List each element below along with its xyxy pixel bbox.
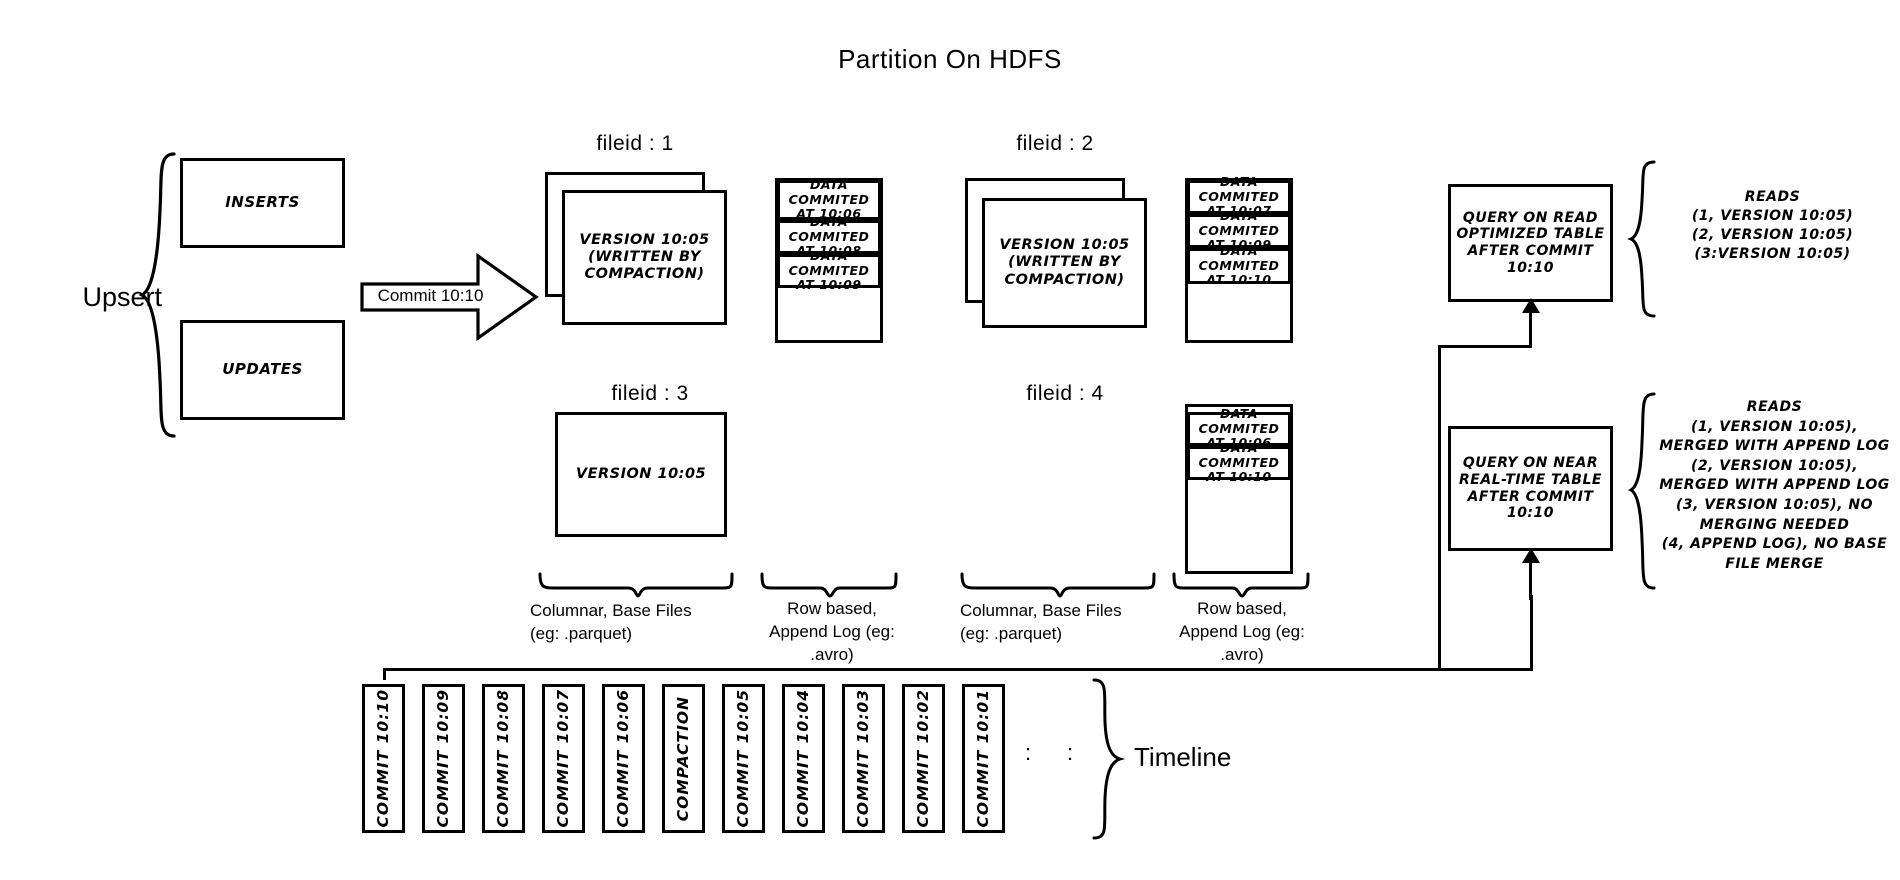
timeline-item-5[interactable]: COMPACTION — [662, 684, 705, 833]
timeline-item-4[interactable]: COMMIT 10:06 — [602, 684, 645, 833]
fileid-3-base-file: VERSION 10:05 — [555, 412, 727, 537]
inserts-box: INSERTS — [180, 158, 345, 248]
timeline-item-9[interactable]: COMMIT 10:02 — [902, 684, 945, 833]
page-title: Partition On HDFS — [838, 44, 1062, 74]
fileid-4-log-entry-1: DATA COMMITED AT 10:10 — [1187, 441, 1291, 484]
fileid-2-log-entry-2: DATA COMMITED AT 10:10 — [1187, 244, 1291, 287]
timeline-item-6[interactable]: COMMIT 10:05 — [722, 684, 765, 833]
query-nrt-arrow-head-icon — [1522, 548, 1540, 563]
fileid-4-log-entry-0: DATA COMMITED AT 10:06 — [1187, 407, 1291, 450]
fileid-2-base-line2: (WRITTEN BY — [1008, 254, 1121, 271]
rowlog-right-caption: Row based, Append Log (eg: .avro) — [1179, 599, 1305, 664]
timeline-item-3[interactable]: COMMIT 10:07 — [542, 684, 585, 833]
timeline-ellipsis-0: : — [1024, 740, 1032, 765]
fileid-4-header: fileid : 4 — [1026, 382, 1104, 405]
query-ro-connector-vertical — [1438, 345, 1441, 670]
fileid-2-base-file: VERSION 10:05 (WRITTEN BY COMPACTION) — [982, 198, 1147, 328]
fileid-1-log-entry-0: DATA COMMITED AT 10:06 — [777, 178, 881, 221]
timeline-item-0[interactable]: COMMIT 10:10 — [362, 684, 405, 833]
timeline-ellipsis-1: : — [1066, 740, 1074, 765]
timeline-item-7[interactable]: COMMIT 10:04 — [782, 684, 825, 833]
reads-read-optimized-text: READS (1, VERSION 10:05) (2, VERSION 10:… — [1691, 189, 1854, 262]
rowlog-right-brace-icon — [1172, 572, 1310, 598]
fileid-1-base-line2: (WRITTEN BY — [588, 248, 701, 265]
fileid-3-base-line1: VERSION 10:05 — [575, 465, 707, 482]
commit-arrow-label: Commit 10:10 — [377, 286, 484, 305]
updates-label: UPDATES — [222, 360, 303, 379]
timeline-label: Timeline — [1134, 742, 1232, 772]
timeline-brace-icon — [1092, 678, 1126, 840]
query-ro-arrow-stem — [1529, 310, 1532, 348]
timeline-connector-vertical-left — [383, 670, 386, 680]
fileid-1-base-line1: VERSION 10:05 — [579, 231, 710, 248]
timeline-item-8[interactable]: COMMIT 10:03 — [842, 684, 885, 833]
fileid-3-header: fileid : 3 — [611, 382, 689, 405]
columnar-right-brace-icon — [960, 572, 1156, 598]
fileid-2-header: fileid : 2 — [1016, 132, 1094, 155]
reads-near-real-time-brace-icon — [1627, 392, 1656, 590]
fileid-1-base-line3: COMPACTION) — [584, 266, 705, 283]
timeline-item-10[interactable]: COMMIT 10:01 — [962, 684, 1005, 833]
timeline-item-2[interactable]: COMMIT 10:08 — [482, 684, 525, 833]
fileid-2-base-line1: VERSION 10:05 — [999, 237, 1130, 254]
updates-box: UPDATES — [180, 320, 345, 420]
rowlog-left-brace-icon — [760, 572, 898, 598]
reads-near-real-time-text: READS (1, VERSION 10:05), MERGED WITH AP… — [1659, 399, 1890, 572]
fileid-1-base-file: VERSION 10:05 (WRITTEN BY COMPACTION) — [562, 190, 727, 325]
commit-arrow-icon — [360, 252, 539, 342]
columnar-left-caption: Columnar, Base Files (eg: .parquet) — [530, 601, 692, 643]
fileid-2-base-line3: COMPACTION) — [1004, 271, 1125, 288]
timeline-connector-horizontal — [383, 668, 1533, 671]
rowlog-left-caption: Row based, Append Log (eg: .avro) — [769, 599, 895, 664]
query-ro-connector-horizontal — [1438, 345, 1530, 348]
query-nrt-arrow-stem — [1529, 560, 1532, 600]
columnar-left-brace-icon — [538, 572, 734, 598]
query-near-real-time-box[interactable]: QUERY ON NEAR REAL-TIME TABLE AFTER COMM… — [1448, 426, 1613, 551]
columnar-right-caption: Columnar, Base Files (eg: .parquet) — [960, 601, 1122, 643]
fileid-2-log-entry-0: DATA COMMITED AT 10:07 — [1187, 175, 1291, 218]
fileid-1-header: fileid : 1 — [596, 132, 674, 155]
reads-read-optimized-brace-icon — [1627, 160, 1656, 318]
inserts-label: INSERTS — [225, 193, 300, 212]
upsert-brace-icon — [138, 152, 176, 438]
query-ro-arrow-head-icon — [1522, 298, 1540, 313]
query-nrt-connector-vertical — [1530, 595, 1533, 670]
fileid-1-log-entry-2: DATA COMMITED AT 10:09 — [777, 249, 881, 292]
query-read-optimized-box[interactable]: QUERY ON READ OPTIMIZED TABLE AFTER COMM… — [1448, 184, 1613, 302]
fileid-1-log-entry-1: DATA COMMITED AT 10:08 — [777, 215, 881, 258]
timeline-item-1[interactable]: COMMIT 10:09 — [422, 684, 465, 833]
